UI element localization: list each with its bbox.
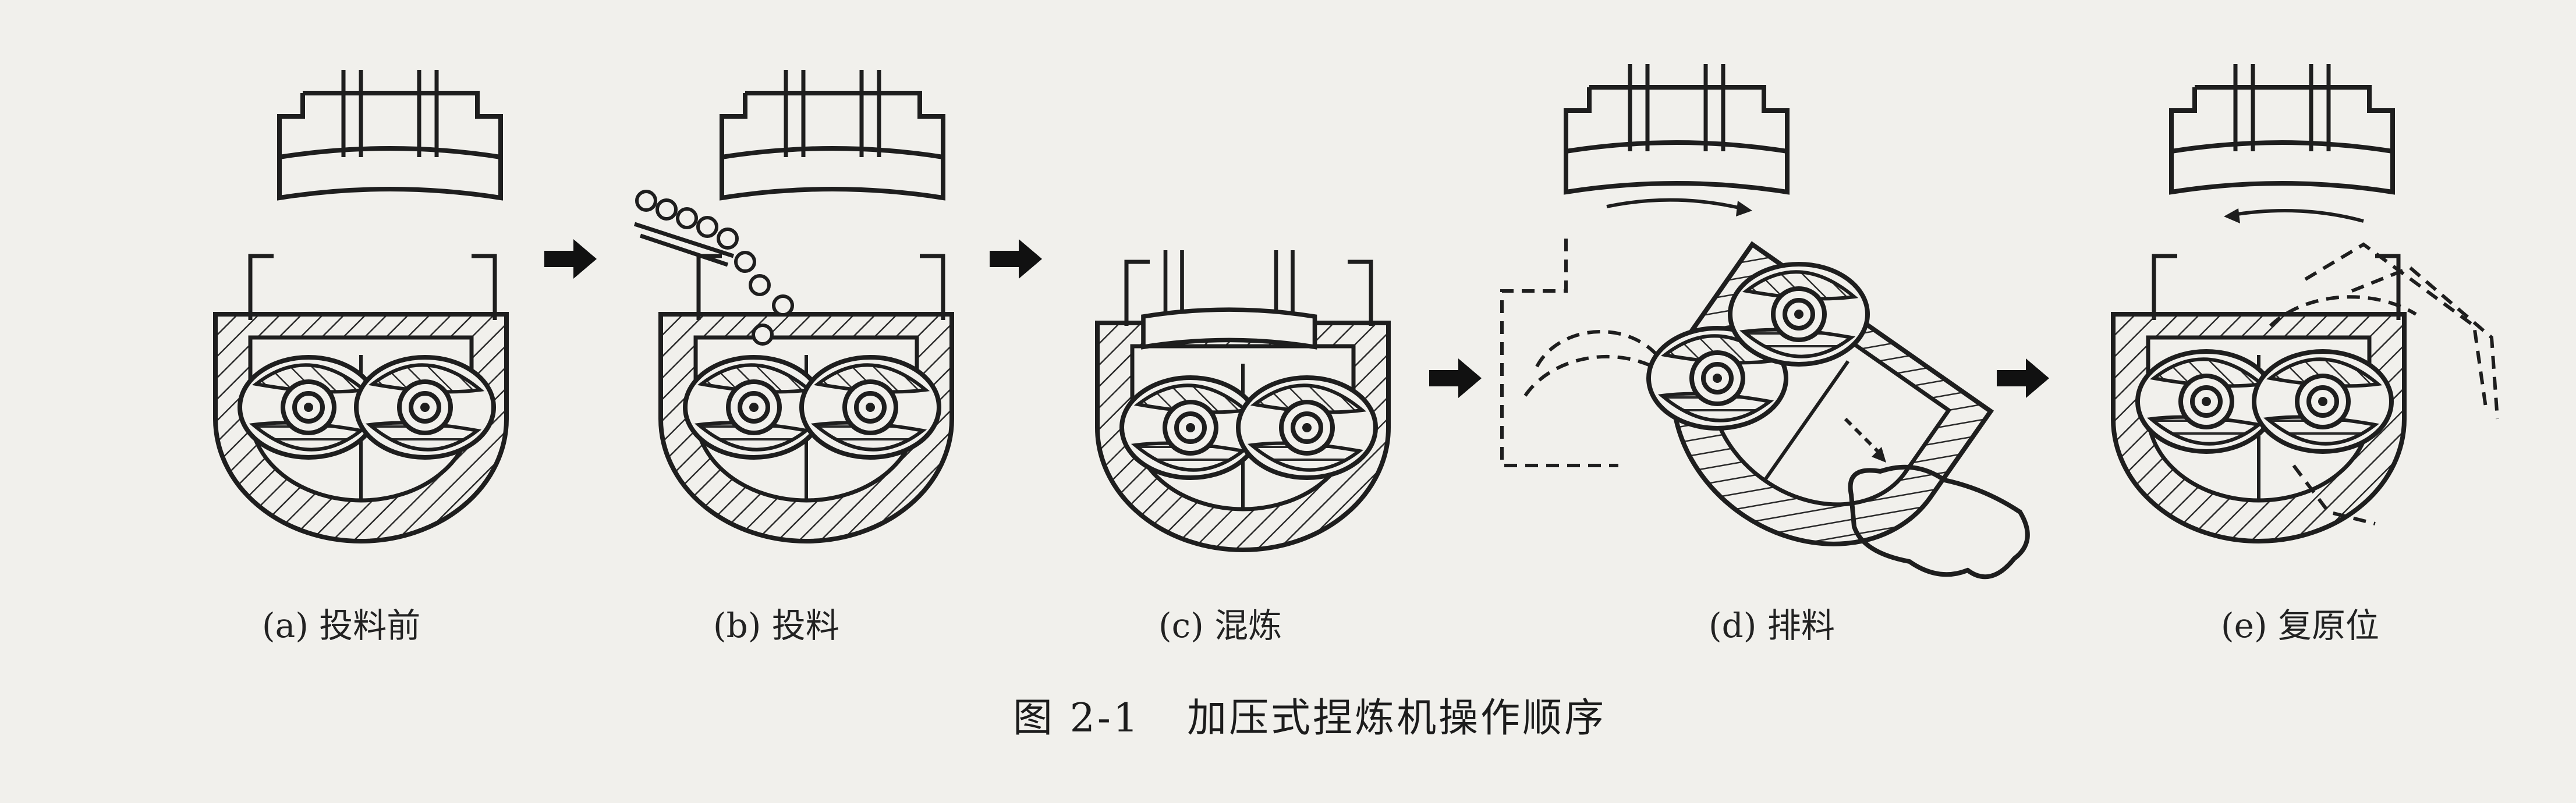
panel-b-illustration — [633, 70, 952, 541]
figure-title: 加压式捏炼机操作顺序 — [1187, 695, 1607, 741]
arrow-right-icon — [990, 239, 1042, 279]
figure-number: 图 2-1 — [1013, 695, 1141, 741]
rubber-batch — [1848, 464, 2030, 580]
arrow-right-icon — [544, 239, 597, 279]
panel-label-a: (a) 投料前 — [262, 606, 421, 645]
panel-a-illustration — [215, 70, 506, 541]
rotation-arrow-icon — [1606, 198, 1747, 211]
panel-c-illustration — [1097, 250, 1388, 550]
figure-caption: 图 2-1 加压式捏炼机操作顺序 — [1013, 692, 1606, 745]
panel-label-b: (b) 投料 — [713, 606, 839, 645]
arrow-right-icon — [1997, 358, 2049, 398]
panel-label-c: (c) 混炼 — [1158, 606, 1282, 645]
panel-d-illustration — [1500, 64, 2030, 597]
panel-e-illustration — [2113, 64, 2499, 541]
material-pellets — [635, 190, 794, 346]
panel-label-d: (d) 排料 — [1709, 606, 1835, 645]
panel-label-e: (e) 复原位 — [2221, 606, 2380, 645]
rotation-arrow-icon — [2229, 209, 2364, 223]
arrow-right-icon — [1429, 358, 1482, 398]
